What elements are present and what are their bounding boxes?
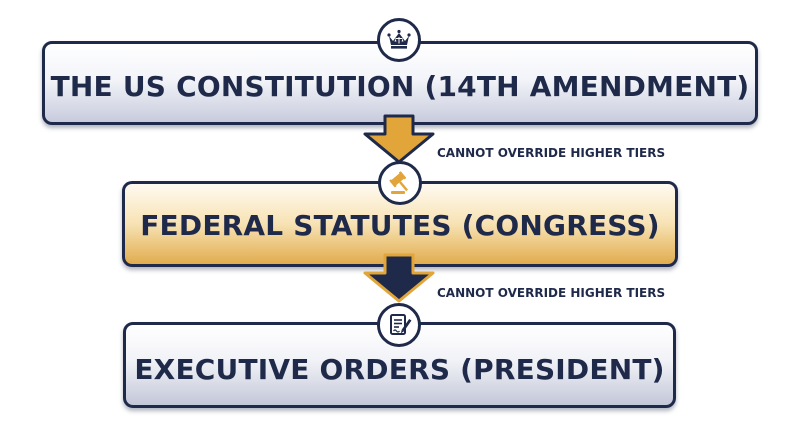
tier-constitution-label: THE US CONSTITUTION (14TH AMENDMENT) xyxy=(50,69,750,103)
connector-note: CANNOT OVERRIDE HIGHER TIERS xyxy=(437,146,666,160)
down-arrow-gold xyxy=(363,114,435,164)
connector-note: CANNOT OVERRIDE HIGHER TIERS xyxy=(437,286,666,300)
down-arrow-navy xyxy=(363,253,435,303)
signed-document-icon xyxy=(377,303,421,347)
gavel-icon xyxy=(378,161,422,205)
crown-scales-icon xyxy=(377,18,421,62)
tier-executive-orders-label: EXECUTIVE ORDERS (PRESIDENT) xyxy=(134,352,665,386)
tier-federal-statutes-label: FEDERAL STATUTES (CONGRESS) xyxy=(140,208,660,242)
